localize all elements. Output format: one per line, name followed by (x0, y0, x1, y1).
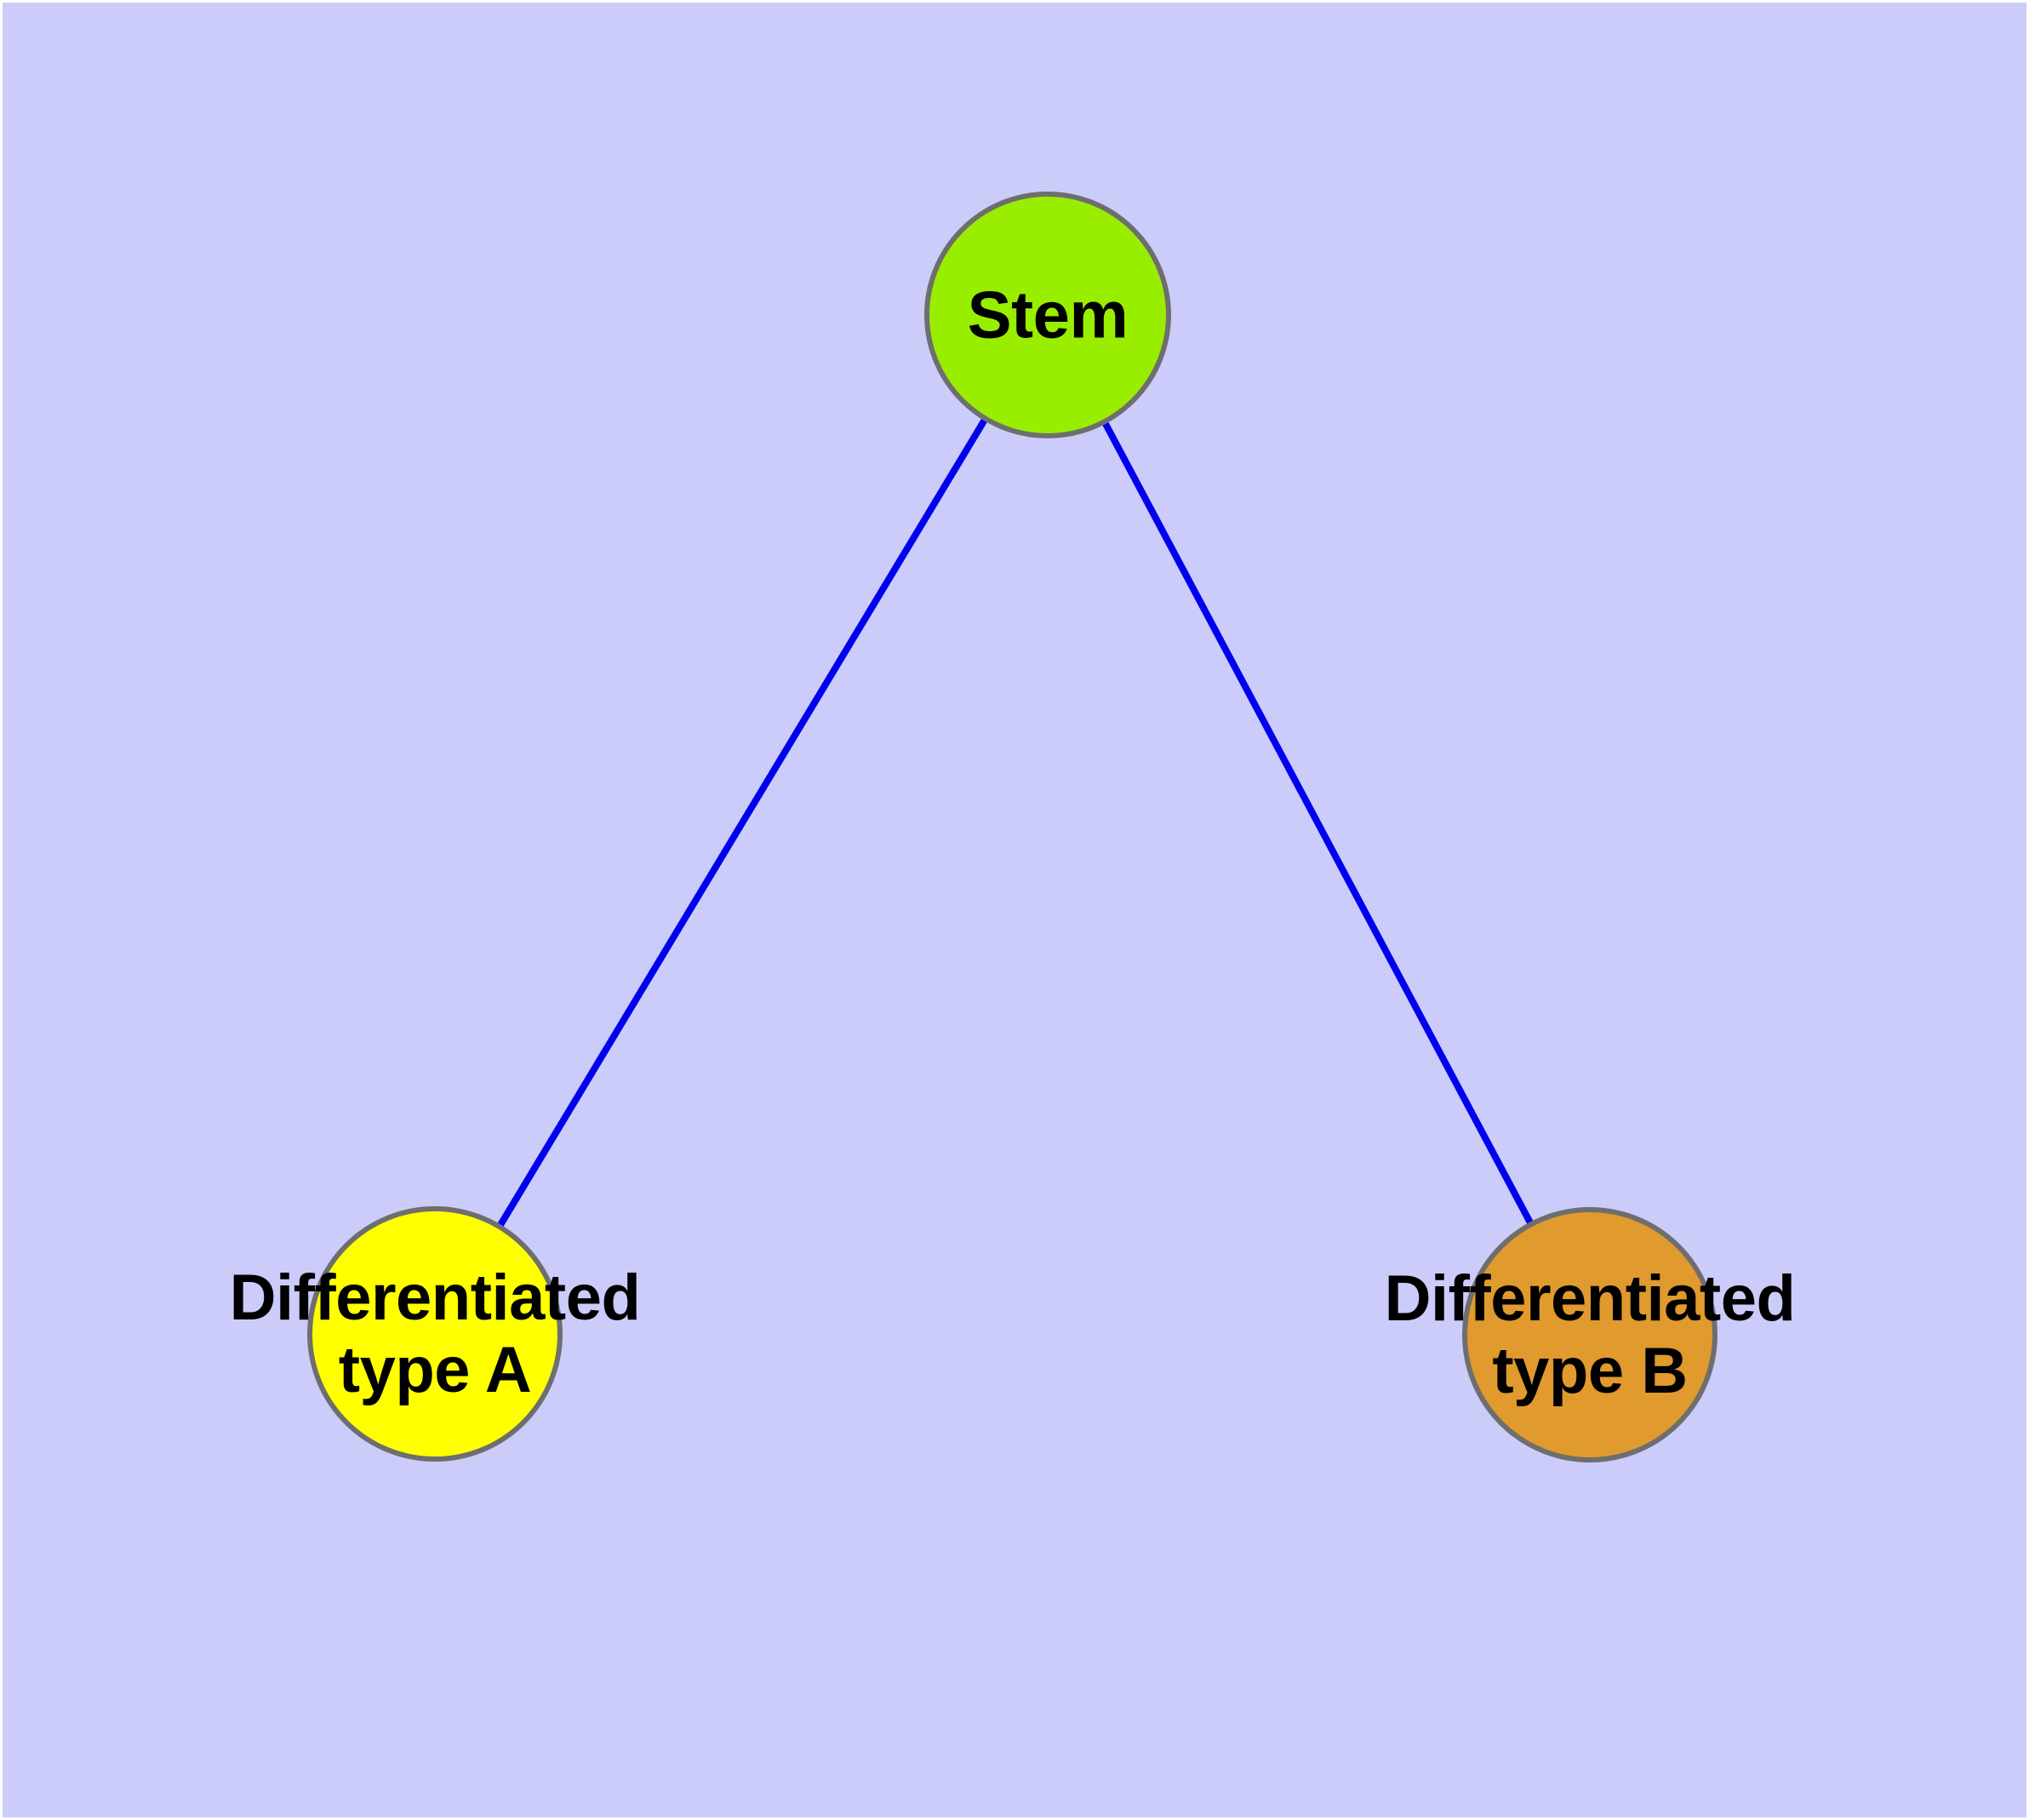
node-differentiated-type-a[interactable] (307, 1206, 563, 1462)
edge-layer (432, 312, 1593, 1336)
node-stem[interactable]: Stem (924, 192, 1171, 438)
node-stem-label: Stem (967, 277, 1129, 352)
edge-stem-to-differentiated-type-b[interactable] (1044, 313, 1593, 1336)
node-differentiated-type-b[interactable] (1462, 1207, 1718, 1462)
edge-stem-to-differentiated-type-a[interactable] (432, 312, 1051, 1336)
